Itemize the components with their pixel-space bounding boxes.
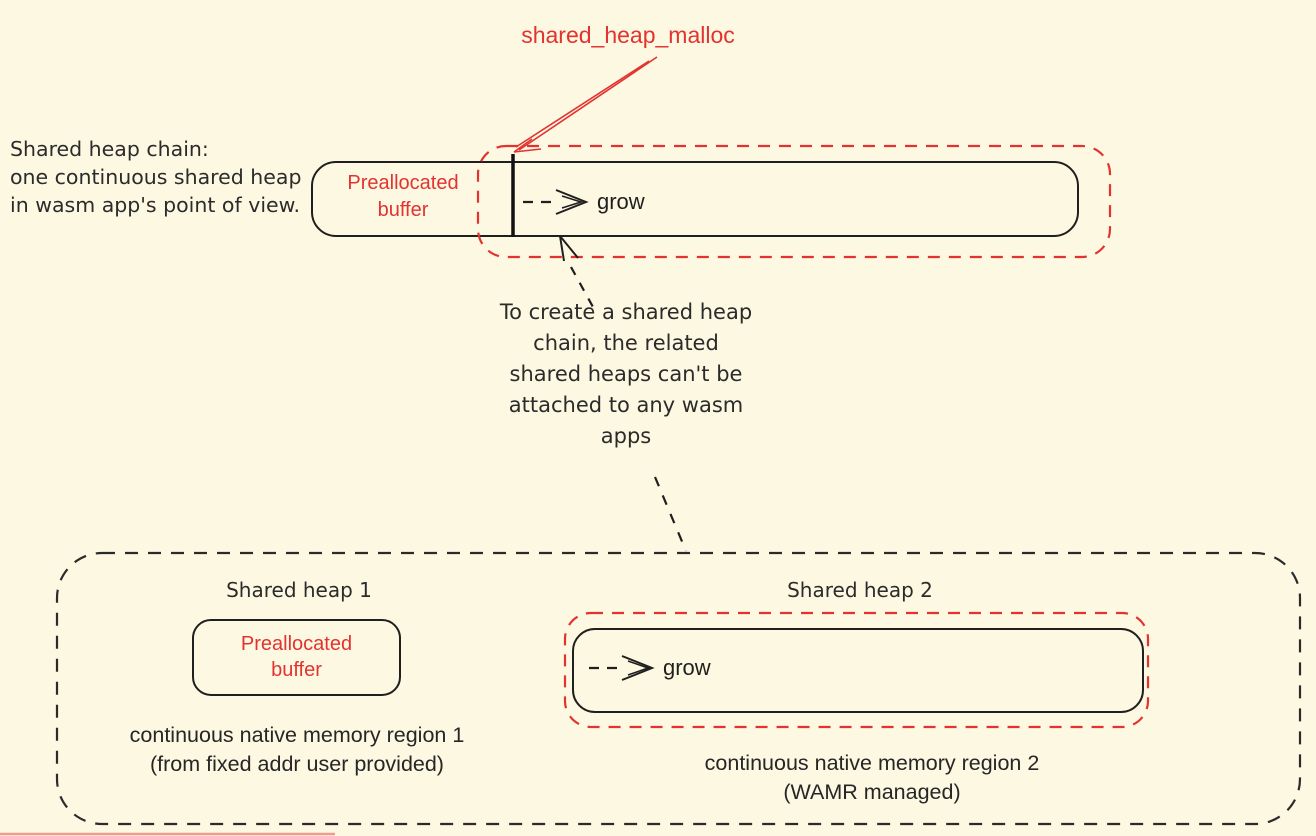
grow-label-top: grow bbox=[597, 189, 645, 214]
native-memory-regions-container bbox=[55, 551, 1302, 826]
shared-heap2-bar bbox=[572, 628, 1144, 713]
preallocated-buffer-line: Preallocated bbox=[240, 633, 353, 655]
side-note: Shared heap chain: one continuous shared… bbox=[10, 135, 340, 219]
region-caption-line: (from fixed addr user provided) bbox=[150, 752, 444, 776]
preallocated-buffer-box bbox=[192, 619, 401, 696]
cursor-arrow-icon bbox=[559, 235, 579, 262]
note-line: shared heaps can't be bbox=[509, 362, 743, 386]
grow-label-bottom: grow bbox=[663, 655, 711, 680]
region-caption-line: continuous native memory region 2 bbox=[704, 751, 1040, 775]
shared-heap1-title: Shared heap 1 bbox=[226, 578, 372, 602]
preallocated-buffer-line: Preallocated bbox=[347, 172, 459, 194]
malloc-arrow-icon bbox=[513, 56, 658, 153]
side-note-line: Shared heap chain: bbox=[10, 137, 209, 161]
side-note-line: in wasm app's point of view. bbox=[10, 193, 301, 217]
preallocated-buffer-label-bottom: Preallocated buffer bbox=[203, 631, 390, 683]
preallocated-buffer-line: buffer bbox=[377, 199, 429, 221]
note-line: chain, the related bbox=[533, 331, 719, 355]
region2-caption: continuous native memory region 2 (WAMR … bbox=[692, 749, 1052, 807]
shared-heap2-dashed-outline-bottom bbox=[563, 611, 1150, 729]
heap-chain-bar bbox=[311, 161, 1079, 237]
note-line: To create a shared heap bbox=[499, 300, 753, 324]
malloc-function-label: shared_heap_malloc bbox=[521, 22, 735, 48]
note-line: apps bbox=[600, 424, 652, 448]
note-line: attached to any wasm bbox=[508, 393, 744, 417]
dashed-connector-upper bbox=[570, 266, 594, 308]
chain-creation-note: To create a shared heap chain, the relat… bbox=[450, 297, 802, 452]
region1-caption: continuous native memory region 1 (from … bbox=[117, 721, 477, 779]
region-caption-line: (WAMR managed) bbox=[783, 780, 961, 804]
region-caption-line: continuous native memory region 1 bbox=[129, 723, 465, 747]
shared-heap2-dashed-outline-top bbox=[476, 144, 1112, 259]
preallocated-buffer-line: buffer bbox=[271, 659, 322, 681]
preallocated-buffer-label-top: Preallocated buffer bbox=[322, 170, 484, 224]
side-note-line: one continuous shared heap bbox=[10, 165, 302, 189]
grow-arrow-icon-2 bbox=[589, 655, 655, 681]
grow-arrow-icon bbox=[523, 189, 589, 215]
dashed-connector-lower bbox=[653, 476, 688, 552]
shared-heap2-title: Shared heap 2 bbox=[787, 578, 933, 602]
